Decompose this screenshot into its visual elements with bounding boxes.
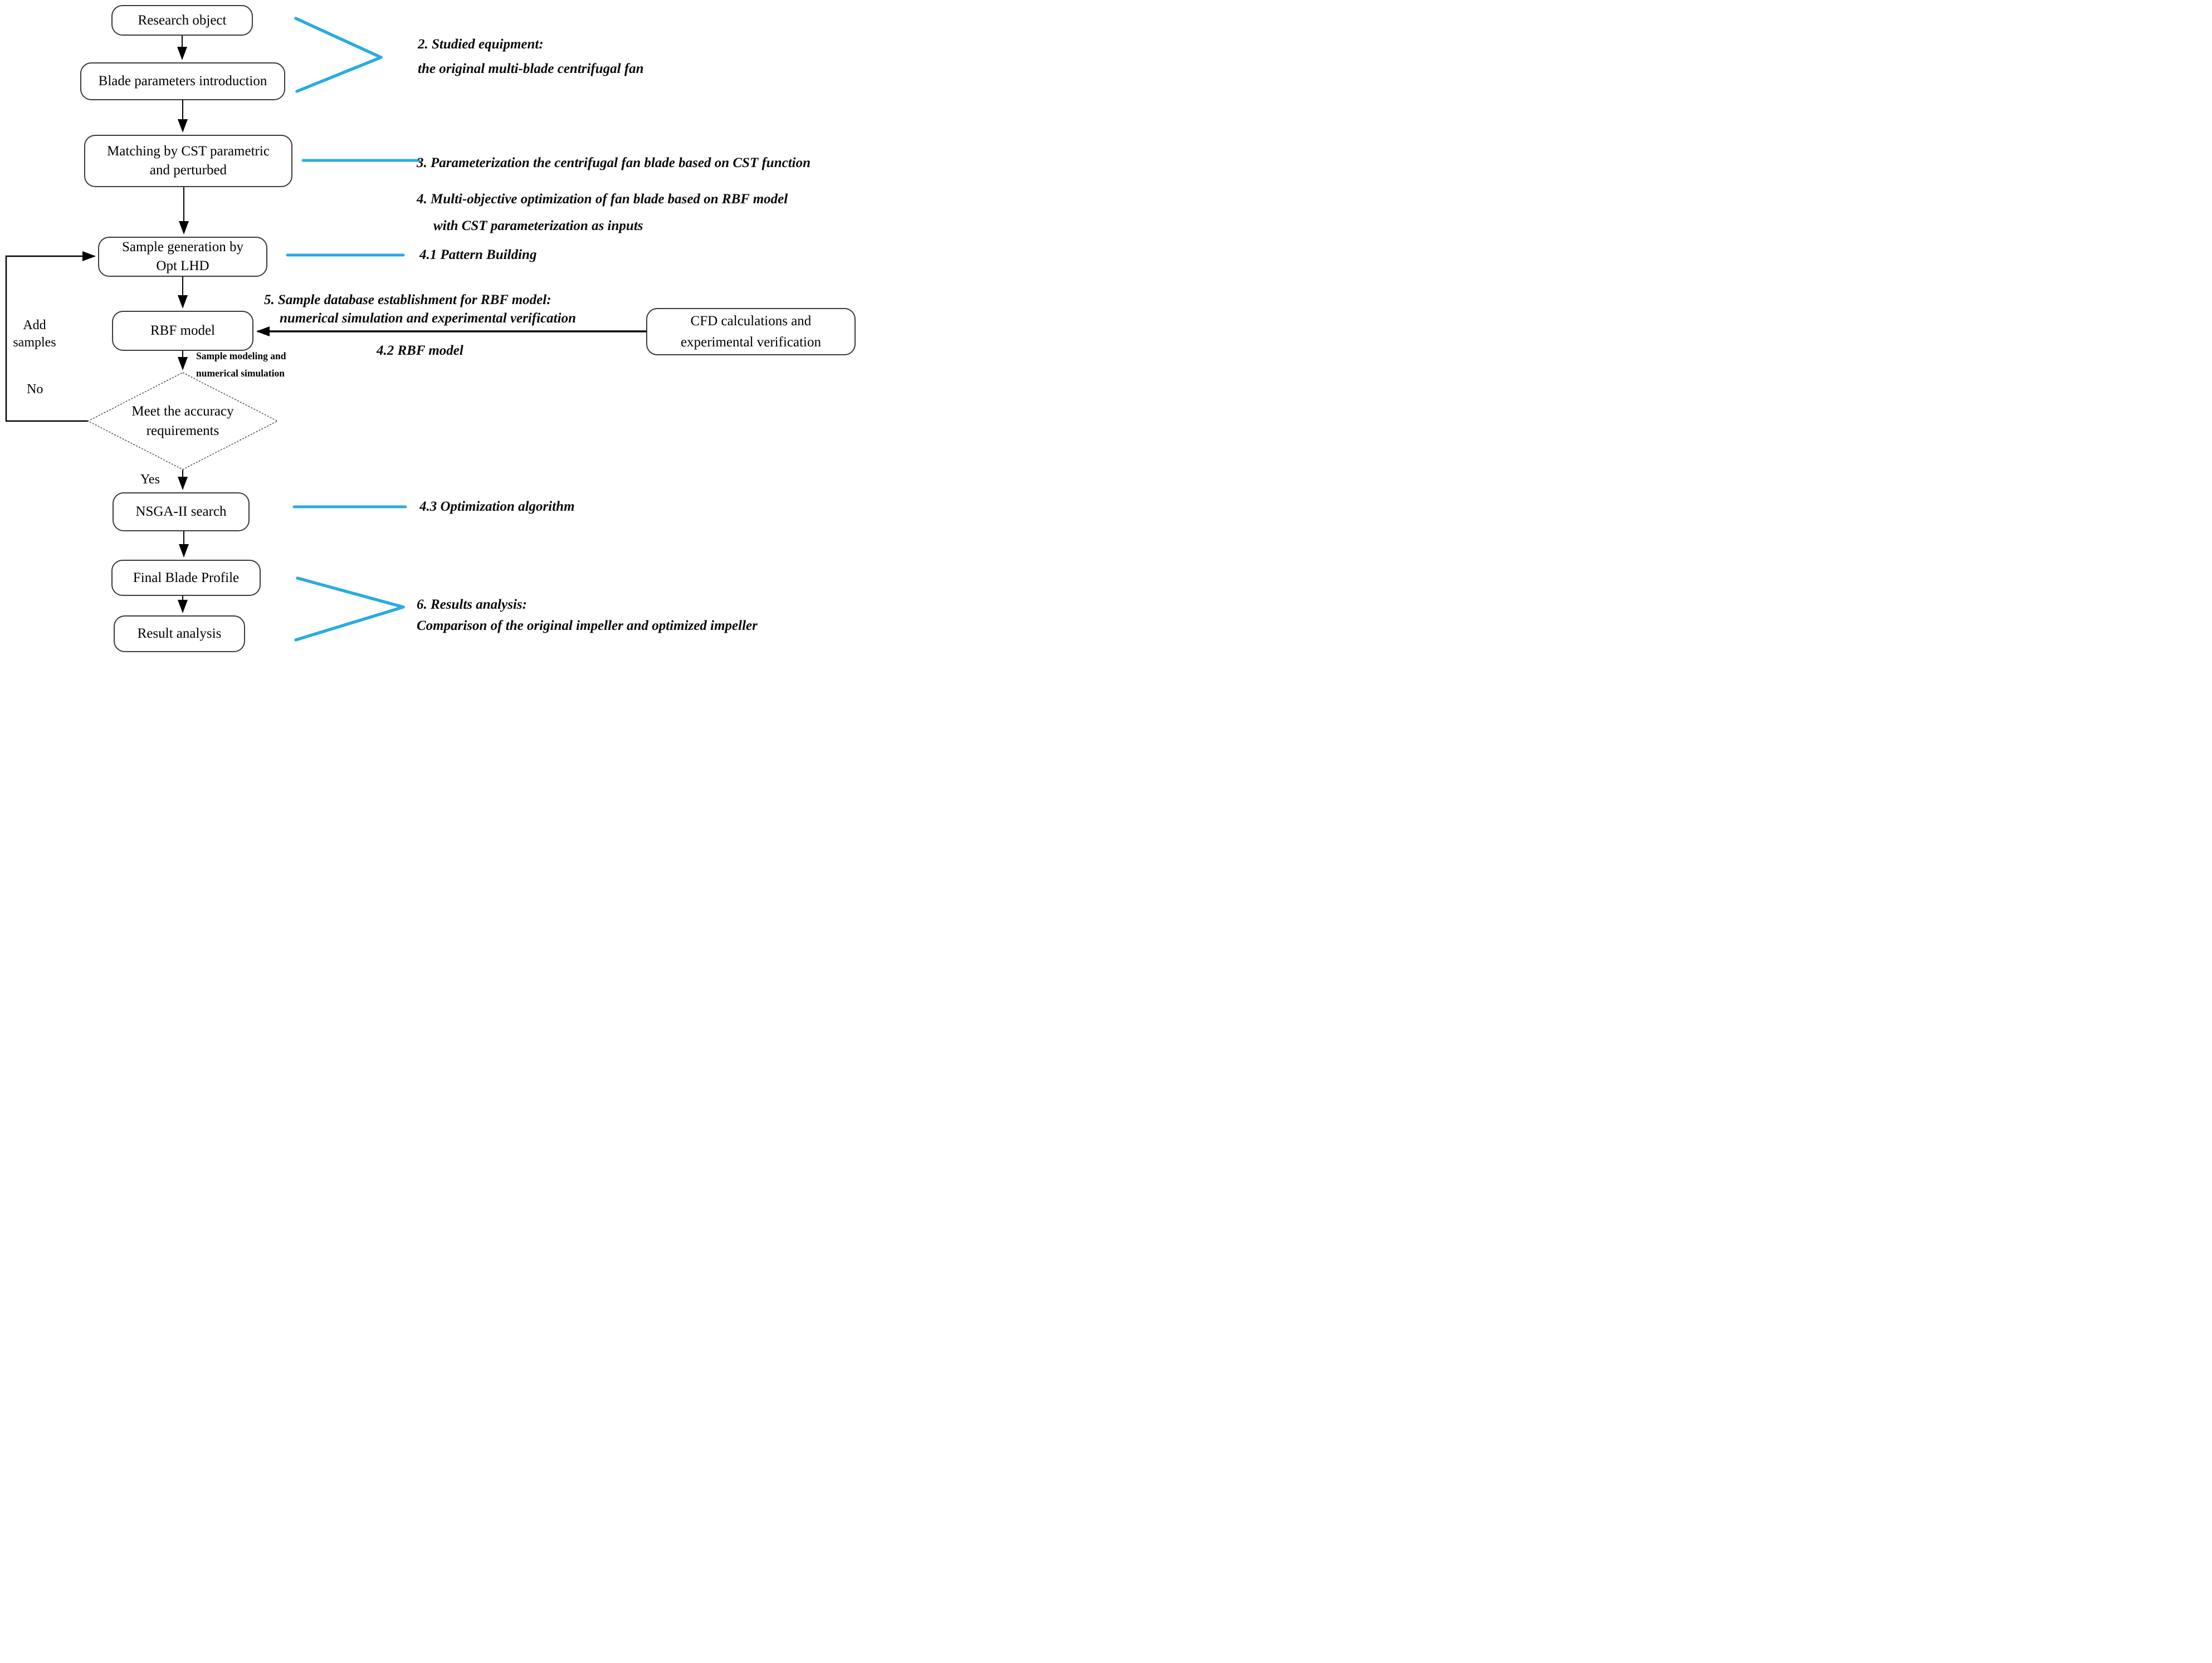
node-label: Research object <box>138 12 227 28</box>
node-sample-generation: Sample generation by Opt LHD <box>98 237 267 277</box>
annotation-line2: numerical simulation and experimental ve… <box>280 311 576 326</box>
edge-label-no: No <box>27 382 43 397</box>
node-label: RBF model <box>150 323 215 338</box>
node-matching-cst: Matching by CST parametric and perturbed <box>84 135 292 187</box>
node-blade-parameters: Blade parameters introduction <box>80 62 285 100</box>
annotation-sec6: 6. Results analysis: Comparison of the o… <box>417 594 758 637</box>
annotation-line2: Comparison of the original impeller and … <box>417 618 758 633</box>
edge-label-line2: numerical simulation <box>196 368 285 379</box>
node-label-line1: CFD calculations and <box>690 313 812 329</box>
node-label-line1: Matching by CST parametric <box>107 144 270 159</box>
annotation-sec5: 5. Sample database establishment for RBF… <box>264 291 576 327</box>
annotation-sec2: 2. Studied equipment: the original multi… <box>418 32 644 81</box>
node-cfd-calculations: CFD calculations and experimental verifi… <box>646 308 856 355</box>
edge-label-line1: Sample modeling and <box>196 350 286 361</box>
node-final-blade-profile: Final Blade Profile <box>111 560 261 596</box>
annotation-line1: 2. Studied equipment: <box>418 37 544 52</box>
no-feedback-loop <box>5 251 96 422</box>
edge-label-yes: Yes <box>140 472 160 487</box>
node-label-line2: and perturbed <box>149 163 227 178</box>
annotation-line2: the original multi-blade centrifugal fan <box>418 61 644 76</box>
annotation-sec41: 4.1 Pattern Building <box>419 247 537 262</box>
node-label-line2: experimental verification <box>681 334 821 350</box>
annotation-sec42: 4.2 RBF model <box>377 343 463 358</box>
annotation-line1: 6. Results analysis: <box>417 597 527 612</box>
node-nsga-search: NSGA-II search <box>113 492 250 531</box>
node-label: Result analysis <box>137 626 222 641</box>
annotation-sec3: 3. Parameterization the centrifugal fan … <box>417 155 810 170</box>
node-label: Blade parameters introduction <box>98 74 267 89</box>
node-label-line1: Sample generation by <box>122 239 243 255</box>
annotation-sec4: 4. Multi-objective optimization of fan b… <box>417 186 788 239</box>
decision-diamond-shape <box>87 372 279 470</box>
edge-label-sample-modeling: Sample modeling and numerical simulation <box>196 348 286 382</box>
annotation-line2: with CST parameterization as inputs <box>433 218 643 233</box>
node-rbf-model: RBF model <box>112 311 253 351</box>
node-label-line2: Opt LHD <box>156 258 209 273</box>
callout-chevron-top <box>294 17 383 93</box>
connector-layer <box>5 17 646 642</box>
node-label: Final Blade Profile <box>133 570 240 585</box>
edge-label-line2: samples <box>13 335 56 350</box>
node-accuracy-decision: Meet the accuracy requirements <box>88 390 277 452</box>
annotation-line1: 4. Multi-objective optimization of fan b… <box>417 192 788 207</box>
node-label: NSGA-II search <box>135 504 227 519</box>
flowchart-canvas: Research object Blade parameters introdu… <box>0 0 885 665</box>
annotation-line1: 5. Sample database establishment for RBF… <box>264 292 551 307</box>
node-result-analysis: Result analysis <box>114 615 245 652</box>
node-label-line1: Meet the accuracy <box>131 404 234 419</box>
edge-label-line1: Add <box>23 318 46 332</box>
node-label-line2: requirements <box>146 423 219 438</box>
callout-chevron-bottom <box>294 576 405 642</box>
annotation-sec43: 4.3 Optimization algorithm <box>419 499 575 514</box>
node-research-object: Research object <box>111 5 253 36</box>
edge-label-add-samples: Add samples <box>7 317 62 351</box>
